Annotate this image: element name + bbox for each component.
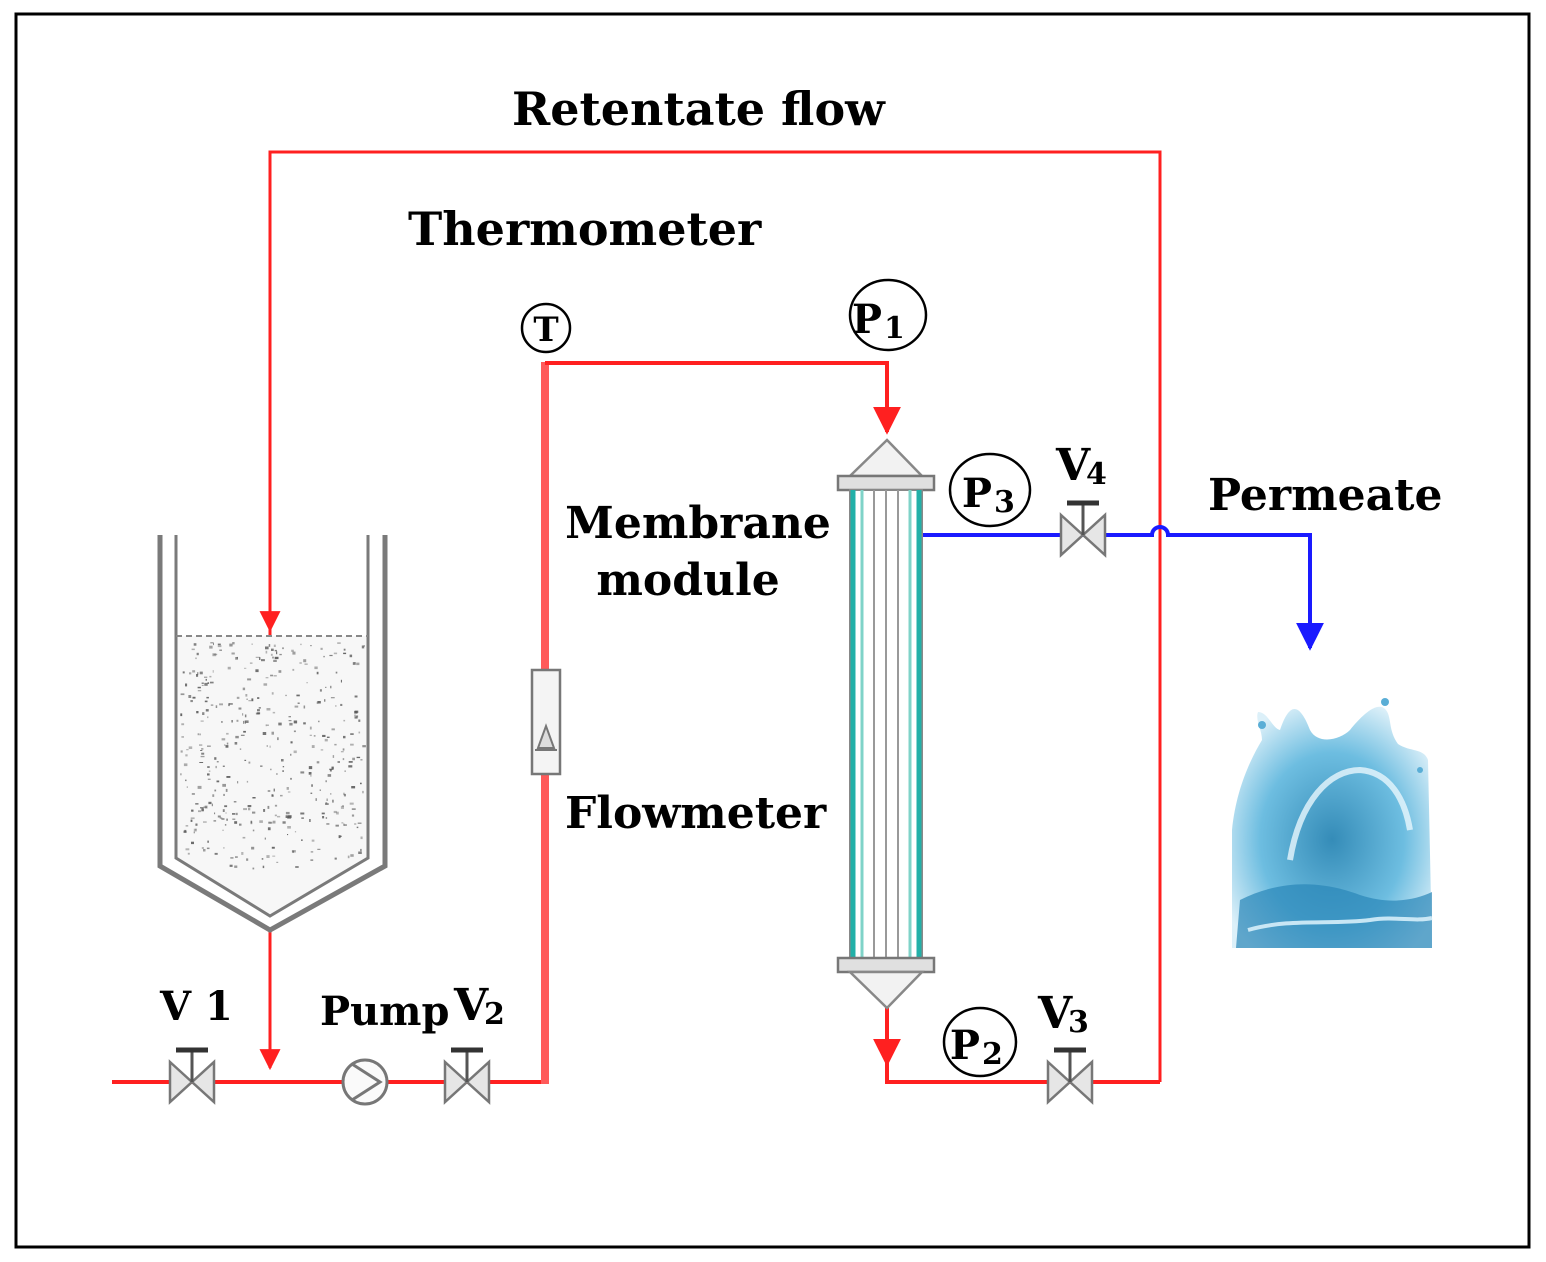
module-feed-pipe	[545, 361, 901, 435]
svg-text:T: T	[533, 310, 558, 350]
pump[interactable]	[341, 1058, 389, 1106]
membrane-module-label-line1: Membrane	[565, 498, 831, 549]
thermometer-label: Thermometer	[408, 202, 762, 256]
svg-text:V: V	[453, 980, 489, 1031]
retentate-flow-label: Retentate flow	[512, 82, 886, 136]
membrane-module-label-line2: module	[596, 555, 779, 606]
permeate-label: Permeate	[1208, 470, 1442, 521]
svg-text:4: 4	[1086, 457, 1107, 492]
svg-text:1: 1	[884, 311, 905, 346]
permeate-pipe	[920, 525, 1324, 651]
thermometer-gauge: T	[520, 302, 572, 354]
svg-text:3: 3	[994, 485, 1015, 520]
pump-label: Pump	[320, 988, 449, 1035]
svg-text:3: 3	[1068, 1005, 1089, 1040]
svg-text:V: V	[1055, 440, 1091, 491]
svg-text:2: 2	[982, 1037, 1003, 1072]
pressure-gauge-p3: P 3	[948, 452, 1032, 528]
retentate-return-pipe	[259, 150, 1162, 1082]
valve-v4-label: V 4	[1055, 440, 1107, 492]
outer-frame	[14, 12, 1531, 1249]
svg-text:P: P	[962, 470, 992, 517]
svg-text:2: 2	[484, 997, 505, 1032]
valve-v3-label: V 3	[1037, 988, 1089, 1040]
valve-v2[interactable]	[443, 1047, 491, 1105]
feed-tank	[157, 535, 388, 933]
flowmeter-label: Flowmeter	[565, 788, 827, 839]
tank-liquid-speckles	[180, 642, 366, 870]
svg-text:P: P	[852, 296, 882, 343]
pressure-gauge-p1: P 1	[848, 278, 928, 352]
valve-v4[interactable]	[1059, 500, 1107, 558]
flowmeter	[530, 668, 562, 776]
valve-v3[interactable]	[1046, 1047, 1094, 1105]
module-outlet-pipe	[885, 1008, 1160, 1084]
svg-text:P: P	[950, 1022, 980, 1069]
valve-v1-label: V 1	[159, 983, 233, 1030]
permeate-water-splash	[1232, 698, 1433, 948]
pressure-gauge-p2: P 2	[942, 1006, 1018, 1078]
valve-v1[interactable]	[168, 1047, 216, 1105]
valve-v2-label: V 2	[453, 980, 505, 1032]
membrane-module	[836, 438, 936, 1010]
svg-text:V: V	[1037, 988, 1073, 1039]
